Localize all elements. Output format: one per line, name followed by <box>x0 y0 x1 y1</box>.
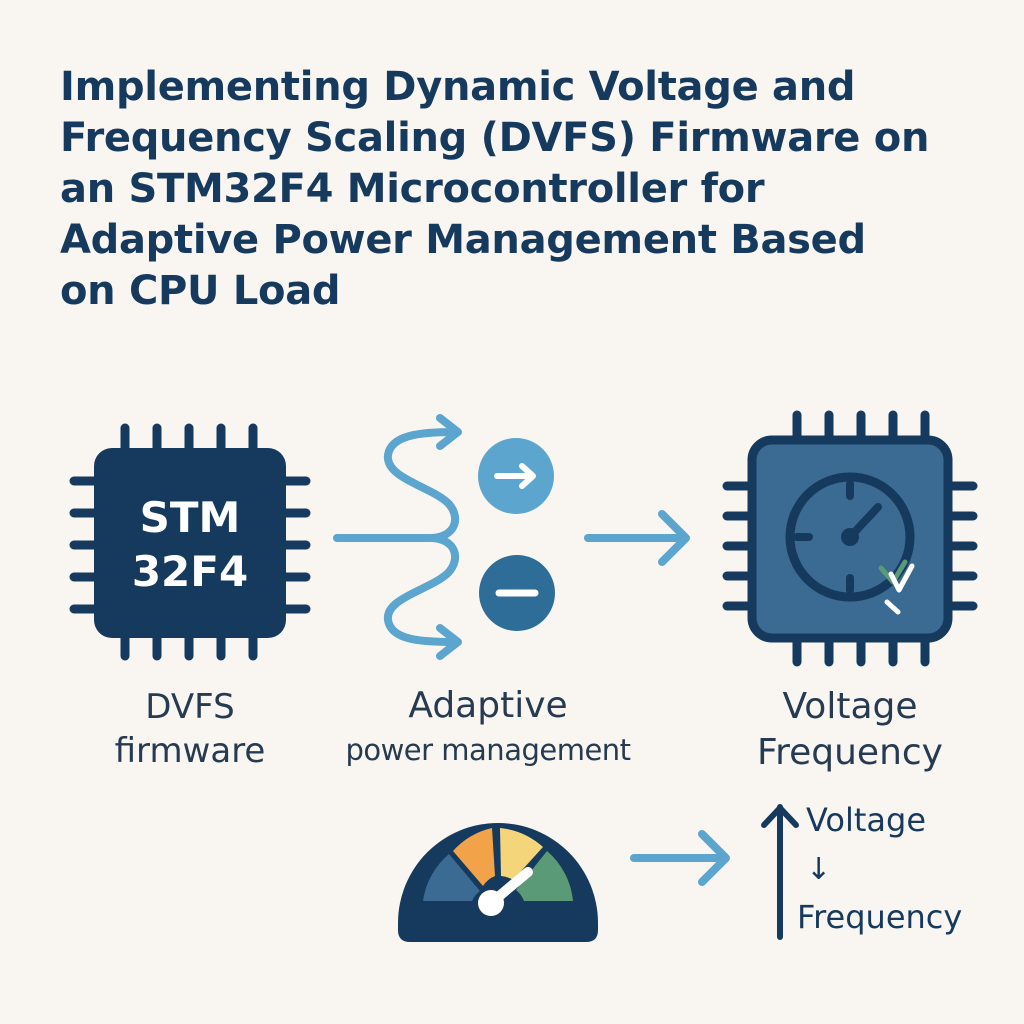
output-arrow-icon <box>584 510 690 566</box>
title-line-3: an STM32F4 Microcontroller for <box>60 166 765 212</box>
adaptive-power-label: Adaptive power management <box>318 684 658 772</box>
stm32f4-chip-icon <box>69 423 311 661</box>
title-line-1: Implementing Dynamic Voltage and <box>60 64 856 110</box>
voltage-scaling-label: Voltage <box>806 801 927 839</box>
cpu-load-gauge-icon <box>398 823 598 942</box>
dvfs-firmware-label-line1: DVFS <box>145 687 235 727</box>
increase-circle-icon <box>478 438 554 514</box>
title-line-2: Frequency Scaling (DVFS) Firmware on <box>60 115 930 161</box>
diagram-title: Implementing Dynamic Voltage and Frequen… <box>60 62 990 317</box>
gauge-arrow-icon <box>630 830 730 886</box>
adaptive-power-label-line2: power management <box>345 733 631 767</box>
voltage-frequency-label-line2: Frequency <box>757 732 943 773</box>
title-line-5: on CPU Load <box>60 268 341 314</box>
chip-label-line1: STM <box>140 493 241 542</box>
clock-chip-icon <box>722 410 978 667</box>
voltage-up-arrow-icon <box>761 804 799 940</box>
down-arrow-icon: ↓ <box>806 852 832 887</box>
adaptive-power-label-line1: Adaptive <box>408 685 568 726</box>
adaptive-flow-arrows-icon <box>384 414 462 660</box>
decrease-circle-icon <box>479 555 555 631</box>
dvfs-firmware-label-line2: firmware <box>114 731 266 771</box>
voltage-frequency-label-line1: Voltage <box>782 686 918 727</box>
dvfs-firmware-label: DVFS firmware <box>90 685 290 773</box>
chip-label-line2: 32F4 <box>132 547 248 596</box>
voltage-frequency-label: Voltage Frequency <box>730 684 970 776</box>
frequency-scaling-label: Frequency <box>797 898 963 936</box>
title-line-4: Adaptive Power Management Based <box>60 217 866 263</box>
